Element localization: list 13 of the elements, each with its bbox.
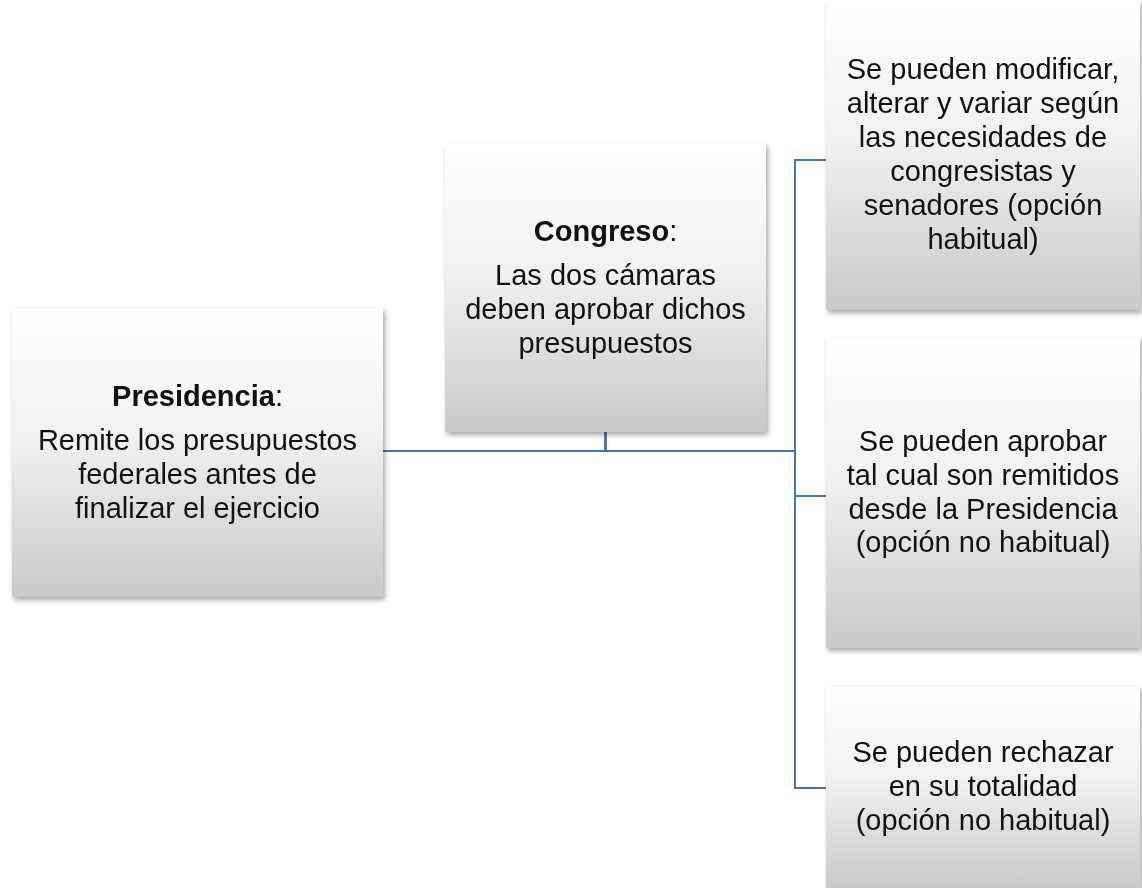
connector-line <box>604 431 827 789</box>
process-box <box>12 308 383 597</box>
box-text: Las dos cámaras deben aprobar dichos presupuestos <box>464 259 747 361</box>
box-heading: Congreso: <box>533 214 678 249</box>
box-heading: Presidencia: <box>112 379 283 414</box>
box-text: Se pueden aprobar tal cual son remitidos desde la Presidencia (opción no habitual) <box>845 424 1121 561</box>
process-box <box>826 0 1140 310</box>
process-box <box>826 337 1140 648</box>
process-box <box>826 686 1140 888</box>
box-text: Remite los presupuestos federales antes de finalizar el ejercicio <box>36 424 359 526</box>
box-text: Se pueden rechazar en su totalidad (opción no habitual) <box>851 736 1115 838</box>
process-box <box>445 143 766 432</box>
box-text: Se pueden modificar, alterar y variar según las necesidades de congresistas y senadores (opción habitual) <box>845 53 1121 257</box>
